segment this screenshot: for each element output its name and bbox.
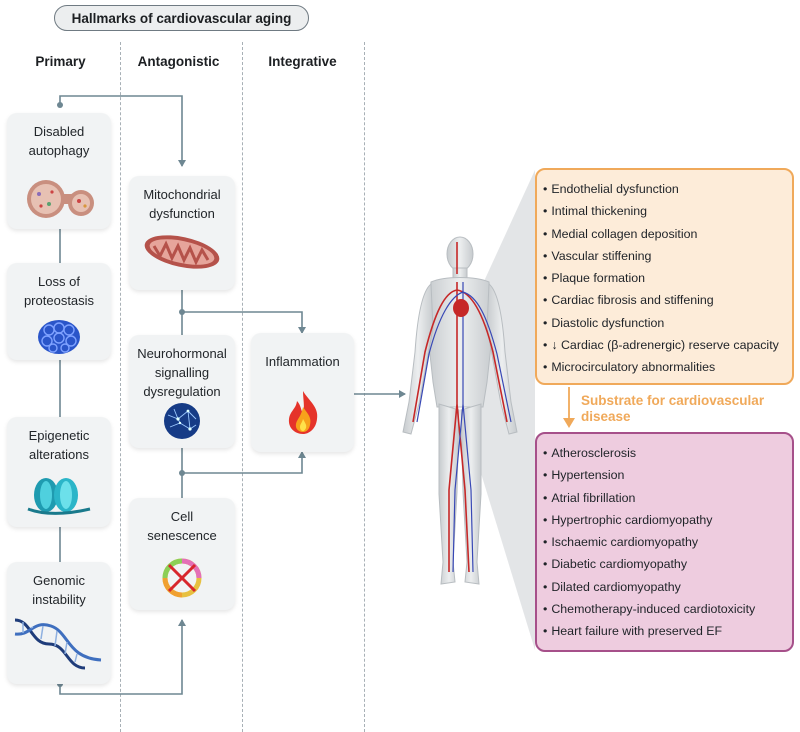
list-item: Diabetic cardiomyopathy <box>543 553 792 575</box>
card-label: Neurohormonal signalling dysregulation <box>137 346 227 399</box>
card-disabled-autophagy: Disabled autophagy <box>7 113 111 229</box>
senescent-cell-icon <box>162 558 202 598</box>
column-heading-integrative: Integrative <box>268 54 337 69</box>
list-item: Atherosclerosis <box>543 442 792 464</box>
card-genomic-instability: Genomic instability <box>7 562 111 684</box>
list-item: Cardiac fibrosis and stiffening <box>543 289 792 311</box>
list-item: Chemotherapy-induced cardiotoxicity <box>543 598 792 620</box>
list-item: Hypertrophic cardiomyopathy <box>543 509 792 531</box>
dna-helix-icon <box>14 618 102 670</box>
autophagy-icon <box>27 180 94 218</box>
column-separator <box>242 42 243 732</box>
list-item: Vascular stiffening <box>543 245 792 267</box>
substrate-label: Substrate for cardiovascular disease <box>581 393 765 424</box>
card-cell-senescence: Cell senescence <box>129 498 235 610</box>
card-loss-of-proteostasis: Loss of proteostasis <box>7 263 111 360</box>
card-label: Genomic instability <box>32 573 86 607</box>
neural-sphere-icon <box>164 403 200 439</box>
list-item: Dilated cardiomyopathy <box>543 576 792 598</box>
list-item: Plaque formation <box>543 267 792 289</box>
flame-icon <box>288 391 317 434</box>
human-body-figure <box>402 236 518 585</box>
card-inflammation: Inflammation <box>251 333 354 452</box>
column-heading-antagonistic: Antagonistic <box>137 54 220 69</box>
list-item: Intimal thickening <box>543 200 792 222</box>
card-label: Loss of proteostasis <box>23 274 95 308</box>
card-epigenetic-alterations: Epigenetic alterations <box>7 417 111 527</box>
card-label: Mitochondrial dysfunction <box>143 187 221 221</box>
list-item: Endothelial dysfunction <box>543 178 792 200</box>
column-separator <box>364 42 365 732</box>
card-label: Epigenetic alterations <box>28 428 90 462</box>
card-label: Disabled autophagy <box>28 124 90 158</box>
card-mitochondrial-dysfunction: Mitochondrial dysfunction <box>129 176 235 290</box>
list-item: Ischaemic cardiomyopathy <box>543 531 792 553</box>
cardiovascular-changes-list: Endothelial dysfunction Intimal thickeni… <box>543 178 792 379</box>
protein-complex-icon <box>38 320 80 354</box>
list-item: ↓ Cardiac (β-adrenergic) reserve capacit… <box>543 334 792 356</box>
column-heading-primary: Primary <box>35 54 86 69</box>
card-label: Cell senescence <box>147 509 217 543</box>
diagram-title: Hallmarks of cardiovascular aging <box>54 5 309 31</box>
cardiovascular-diseases-list: Atherosclerosis Hypertension Atrial fibr… <box>543 442 792 643</box>
mitochondrion-icon <box>144 235 220 269</box>
card-label: Inflammation <box>265 354 340 369</box>
cardiovascular-diseases-box: Atherosclerosis Hypertension Atrial fibr… <box>535 432 794 652</box>
list-item: Microcirculatory abnormalities <box>543 356 792 378</box>
diagram-title-text: Hallmarks of cardiovascular aging <box>71 10 292 26</box>
card-neurohormonal-signalling: Neurohormonal signalling dysregulation <box>129 335 235 448</box>
substrate-arrow <box>563 418 575 428</box>
list-item: Hypertension <box>543 464 792 486</box>
nucleosome-icon <box>27 478 91 515</box>
list-item: Atrial fibrillation <box>543 487 792 509</box>
cardiovascular-changes-box: Endothelial dysfunction Intimal thickeni… <box>535 168 794 385</box>
list-item: Heart failure with preserved EF <box>543 620 792 642</box>
column-separator <box>120 42 121 732</box>
list-item: Diastolic dysfunction <box>543 312 792 334</box>
list-item: Medial collagen deposition <box>543 223 792 245</box>
